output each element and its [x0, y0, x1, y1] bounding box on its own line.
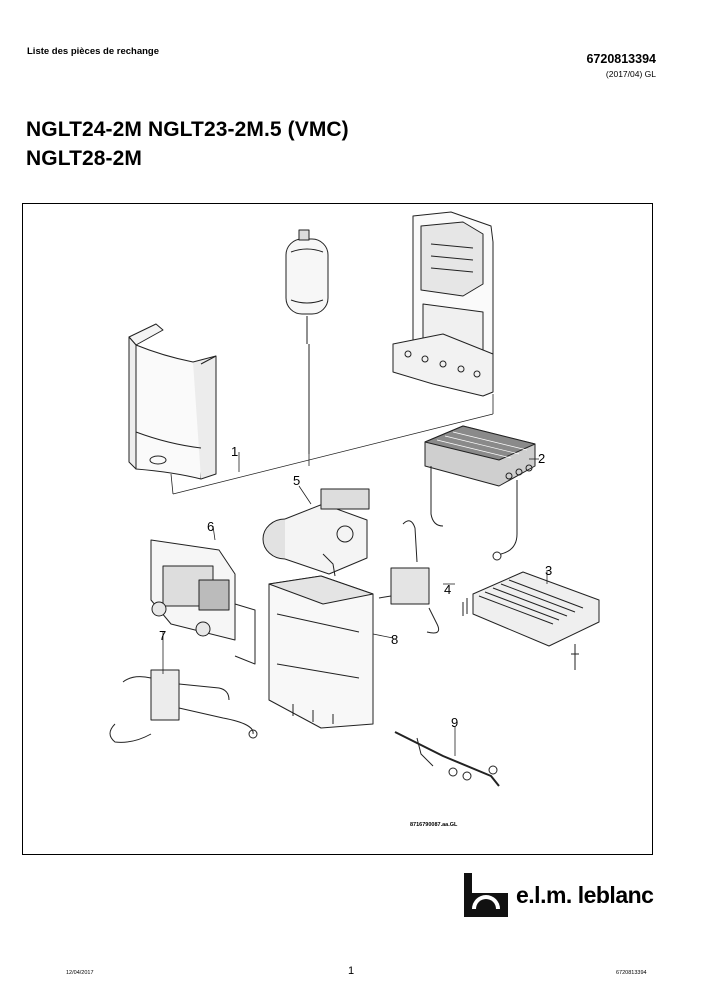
brand-logo: e.l.m. leblanc [464, 873, 674, 919]
brand-name: e.l.m. leblanc [516, 882, 654, 908]
callout-4: 4 [444, 582, 451, 597]
part-expansion-vessel [285, 229, 329, 454]
callout-7: 7 [159, 628, 166, 643]
callout-6: 6 [207, 519, 214, 534]
callout-1: 1 [231, 444, 238, 459]
parts-drawing: 1 2 3 4 5 6 7 8 9 [109, 211, 600, 787]
callout-9: 9 [451, 715, 458, 730]
part-plate-exchanger [109, 669, 258, 743]
document-version: (2017/04) GL [605, 69, 656, 79]
document-number: 6720813394 [586, 52, 656, 66]
part-burner [462, 571, 600, 670]
page-title-line-1: NGLT24-2M NGLT23-2M.5 (VMC) [26, 118, 349, 141]
callout-8: 8 [391, 632, 398, 647]
callout-numbers: 1 2 3 4 5 6 7 8 9 [159, 444, 552, 730]
page-number: 1 [348, 965, 355, 977]
callout-5: 5 [293, 473, 300, 488]
callout-3: 3 [545, 563, 552, 578]
drawing-reference: 8716790087.aa.GL [410, 822, 458, 828]
footer-date: 12/04/2017 [66, 970, 94, 976]
callout-leaders [162, 452, 548, 756]
part-combustion-housing [268, 575, 374, 729]
document-type-label: Liste des pièces de rechange [27, 46, 160, 57]
part-chassis [392, 211, 494, 397]
exploded-parts-diagram: 1 2 3 4 5 6 7 8 9 8716790087.aa.GL [22, 203, 653, 855]
footer-document-number: 6720813394 [616, 970, 647, 976]
callout-2: 2 [538, 451, 545, 466]
logo-mark-icon [464, 873, 508, 917]
part-casing [128, 323, 217, 480]
part-gas-pipe [394, 731, 500, 787]
part-heat-exchanger [424, 425, 536, 561]
page-title-line-2: NGLT28-2M [26, 147, 143, 170]
part-control-panel [150, 539, 256, 665]
part-pump [262, 488, 370, 577]
part-gas-valve [378, 520, 440, 634]
